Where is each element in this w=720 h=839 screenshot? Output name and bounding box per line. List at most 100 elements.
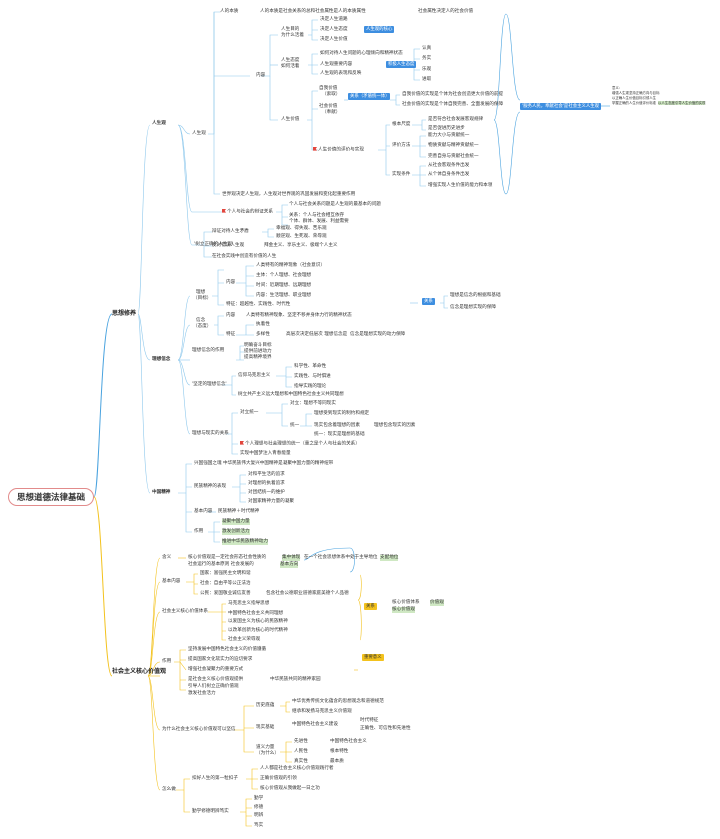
spirit-role-label[interactable]: 作用 (194, 529, 204, 534)
method-item: 物质贡献与精神贡献统一 (428, 143, 479, 148)
reality-label[interactable]: 理想与现实的关系 (192, 431, 229, 436)
self-society-label[interactable]: 个人与社会的辩证关系 (222, 209, 273, 215)
values-role-item: 激发社会活力 (188, 691, 216, 696)
values-basic-label[interactable]: 基本内容 (162, 579, 181, 584)
system-label[interactable]: 社会主义核心价值体系 (162, 609, 208, 614)
attitude-item: 人生观的表现和反映 (320, 71, 362, 76)
history-label[interactable]: 历史底蕴 (256, 703, 275, 708)
basic-label[interactable]: 基本内容 (194, 509, 213, 514)
meaning-note: 增强人生观坚持正确方向与目标 (612, 91, 660, 95)
learn-item: 笃实 (254, 823, 264, 828)
belief-content-label[interactable]: 内容 (226, 313, 236, 318)
marx-label[interactable]: '坚定的理想信念' (192, 382, 227, 387)
system-item: 中国特色社会主义共同理想 (228, 611, 284, 616)
moral-item: 真实性 (294, 759, 308, 764)
method-label[interactable]: 评价方法 (392, 143, 411, 148)
self-value-sub: （索取） (322, 92, 341, 97)
eval-label[interactable]: 人生价值的评价与实现 (313, 147, 364, 153)
attitude-label[interactable]: 人生态度 (281, 58, 300, 63)
spirit-branch[interactable]: 中国精神 (152, 490, 171, 495)
purpose-label[interactable]: 人生目的 (281, 27, 300, 32)
standard-label[interactable]: 根本尺度 (392, 122, 411, 127)
role-label[interactable]: 理想信念的作用 (192, 348, 225, 353)
marx-common: 树立共产主义远大理想和中国特色社会主义共同理想 (238, 392, 344, 397)
method-item: 完善自身与贡献社会统一 (428, 154, 479, 159)
values-role-item: 是社会主义核心价值观提供 (188, 677, 244, 682)
worldview: 世界观决定人生观，人生观对世界观的巩固发展和变化起重要作用 (222, 192, 356, 197)
purpose-item: 决定人生价值 (320, 37, 348, 42)
start-item: 人人都是社会主义核心价值观践行者 (260, 766, 334, 771)
belief-label[interactable]: 信念 (196, 318, 206, 323)
values-role-item: 中华民族共同的精神家园 (270, 677, 321, 682)
ideal-relation: 信念是理想实现的保障 (450, 305, 496, 310)
conditions-item: 从社会客观条件出发 (428, 163, 470, 168)
dialectic-label[interactable]: 辩证对待人生矛盾 (212, 229, 249, 234)
essence-text: 人的本质是社会关系的总和社会属性是人的本质属性 (260, 9, 366, 14)
value-relation: 社会价值的实现是个体自我完善、全面发展的保障 (402, 102, 504, 107)
values-role-item: 引导人们树立正确价值观 (188, 684, 239, 689)
ideal-content-label[interactable]: 内容 (226, 280, 236, 285)
unity-label[interactable]: 对立统一 (240, 410, 259, 415)
meaning-label[interactable]: 含义 (162, 555, 172, 560)
ideal-label[interactable]: 理想 (196, 290, 206, 295)
national-label[interactable]: 民族精神的表现 (194, 484, 227, 489)
role-item: 提高精神境界 (244, 355, 272, 360)
start-label[interactable]: 扣好人生的第一粒扣子 (192, 776, 238, 781)
values-role-label[interactable]: 作用 (162, 659, 172, 664)
life-concept[interactable]: 人生观 (192, 131, 206, 136)
system-item: 马克思主义指导思想 (228, 601, 270, 606)
reality-base-label[interactable]: 现实基础 (256, 725, 275, 730)
self-value-label[interactable]: 自我价值 (319, 86, 338, 91)
create-text: 在社会实践中创造有价值的人生 (212, 254, 277, 259)
value-label[interactable]: 人生价值 (281, 117, 300, 122)
correct-label[interactable]: '树立正确的人生观' (194, 242, 234, 247)
system-relation-tag: 关系 (364, 603, 377, 611)
moral-note: 根本特性 (330, 749, 349, 754)
learn-label[interactable]: 勤学修德明辨笃实 (192, 809, 229, 814)
purpose-tag: 人生观的核心 (364, 26, 395, 34)
values-role-item: 提高国家文化软实力的迫切要求 (188, 657, 253, 662)
moral-label[interactable]: 道义力量 (256, 745, 275, 750)
oppose-label[interactable]: 反对错误人生观 (212, 243, 245, 248)
history-item: 中华优秀传统文化蕴含的思想观念和道德规范 (292, 699, 384, 704)
branch-values[interactable]: 社会主义核心价值观 (112, 668, 167, 675)
oppose-text: 拜金主义、享乐主义、极端个人主义 (264, 243, 338, 248)
value-relation: 自我价值的实现是个体为社会创造更大价值的前提 (402, 92, 504, 97)
spirit-role-item: 推进中华民族精神动力 (222, 539, 268, 545)
standard-line: 是否符合社会发展客观规律 (428, 117, 484, 122)
belief-sub: （态度） (193, 324, 212, 329)
moral-note: 中国特色社会主义 (330, 739, 367, 744)
meaning-hl: 支配地位 (380, 555, 399, 561)
content-label[interactable]: 内容 (256, 73, 266, 78)
system-item: 以爱国主义为核心的民族精神 (228, 619, 288, 624)
why-label[interactable]: 为什么社会主义核心价值观可以坚信 (162, 727, 236, 732)
values-role-item: 坚持发展中国特色社会主义的价值遵循 (188, 647, 267, 652)
conditions-item: 从个体自身条件出发 (428, 172, 470, 177)
flag-icon (313, 147, 317, 151)
meaning-note: 掌握正确的人生价值评价标准 (612, 101, 657, 105)
attitude-item: 人生观重要内容 (320, 62, 353, 67)
national-item: 对理想的执着追求 (248, 481, 285, 486)
ideal-branch[interactable]: 理想信念 (152, 357, 171, 362)
root-node[interactable]: 思想道德法律基础 (8, 488, 94, 506)
values-basic-item: 公民：爱国敬业诚信友善 (200, 591, 251, 596)
conditions-label[interactable]: 实现条件 (392, 172, 411, 177)
standard-line: 是否促进历史进步 (428, 126, 465, 131)
belief-highlight: 高层次决定低层次 理想信念是 (286, 332, 348, 337)
belief-feature-label[interactable]: 特征 (226, 332, 236, 337)
branch-ideology[interactable]: 思想修养 (112, 310, 137, 317)
ideal-feature: 特征：超越性、实践性、时代性 (226, 302, 291, 307)
reality-struggle: 统一：现实是理想的基础 (314, 432, 365, 437)
life-branch[interactable]: 人生观 (152, 121, 166, 126)
purpose-sub: 为什么活着 (281, 33, 304, 38)
system-item: 社会主义荣辱观 (228, 637, 261, 642)
social-value-label[interactable]: 社会价值 (319, 104, 338, 109)
essence-label[interactable]: 人的本质 (220, 9, 239, 14)
belief-tail: 信念是理想实现的动力保障 (350, 332, 406, 337)
unity-item: 现实包含着理想的因素 (314, 423, 360, 428)
system-relation: 价值观 (430, 600, 444, 606)
how-label[interactable]: 怎么做 (162, 787, 176, 792)
national-item: 对和平生活的追求 (248, 472, 285, 477)
